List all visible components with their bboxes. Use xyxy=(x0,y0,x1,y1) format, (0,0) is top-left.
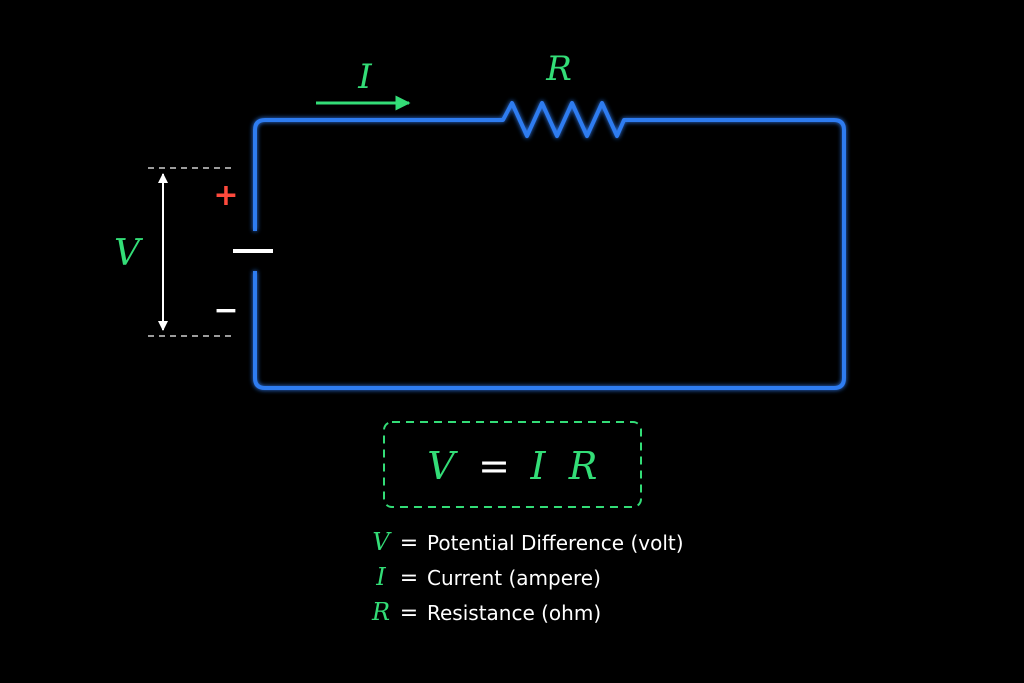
voltage-label: V xyxy=(114,233,144,274)
equation-r: R xyxy=(568,444,598,488)
circuit-wire xyxy=(253,101,846,390)
legend-symbol: V xyxy=(372,528,392,556)
legend-equals: = xyxy=(400,601,418,626)
plus-sign: + xyxy=(213,178,238,213)
legend: V = Potential Difference (volt) I = Curr… xyxy=(371,528,684,626)
minus-sign: − xyxy=(213,293,238,328)
legend-description: Resistance (ohm) xyxy=(427,601,601,625)
legend-symbol: I xyxy=(375,563,386,591)
current-label: I xyxy=(357,57,372,97)
equation-box xyxy=(383,421,642,508)
legend-description: Current (ampere) xyxy=(427,566,601,590)
legend-equals: = xyxy=(400,566,418,591)
legend-symbol: R xyxy=(371,598,390,626)
legend-row-resistance: R = Resistance (ohm) xyxy=(371,598,601,626)
equation-v: V xyxy=(427,444,458,488)
equation-i: I xyxy=(529,444,546,488)
legend-row-voltage: V = Potential Difference (volt) xyxy=(372,528,683,556)
equation-equals: = xyxy=(478,444,510,488)
legend-description: Potential Difference (volt) xyxy=(427,531,684,555)
resistance-label: R xyxy=(545,49,572,89)
legend-equals: = xyxy=(400,531,418,556)
legend-row-current: I = Current (ampere) xyxy=(375,563,601,591)
